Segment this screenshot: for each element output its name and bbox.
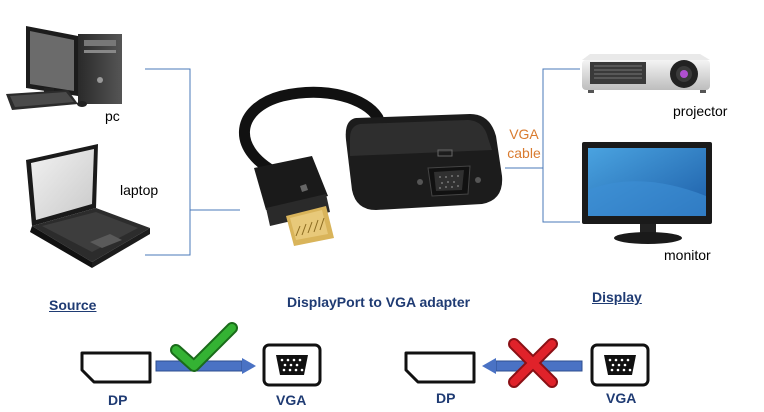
- vga-cable-label: VGA cable: [502, 125, 546, 163]
- vga-adapter-housing: [345, 114, 503, 210]
- dp-port-icon-works: [80, 351, 152, 384]
- cross-icon: [508, 338, 558, 388]
- displayport-plug: [254, 156, 334, 246]
- source-bracket-lines: [145, 68, 240, 256]
- fails-to-label: VGA: [606, 390, 637, 406]
- pc-label: pc: [105, 108, 120, 124]
- monitor-label: monitor: [664, 247, 711, 263]
- works-to-label: VGA: [276, 392, 307, 408]
- works-from-label: DP: [108, 392, 128, 408]
- vga-cable-label-line1: VGA: [509, 126, 539, 142]
- dp-port-icon-fails: [404, 351, 476, 384]
- monitor-icon: [582, 142, 712, 244]
- checkmark-icon: [170, 322, 238, 372]
- vga-port-icon-fails: [590, 343, 650, 387]
- projector-label: projector: [673, 103, 728, 119]
- vga-port-icon-works: [262, 343, 322, 387]
- projector-icon: [582, 54, 710, 93]
- laptop-icon: [26, 144, 150, 268]
- adapter-heading: DisplayPort to VGA adapter: [287, 294, 471, 310]
- adapter-cable: [239, 86, 384, 182]
- fails-from-label: DP: [436, 390, 456, 406]
- pc-icon: [6, 26, 122, 110]
- source-heading: Source: [49, 297, 97, 313]
- display-heading: Display: [592, 289, 642, 305]
- vga-cable-label-line2: cable: [507, 145, 541, 161]
- laptop-label: laptop: [120, 182, 159, 198]
- display-bracket-lines: [505, 68, 580, 223]
